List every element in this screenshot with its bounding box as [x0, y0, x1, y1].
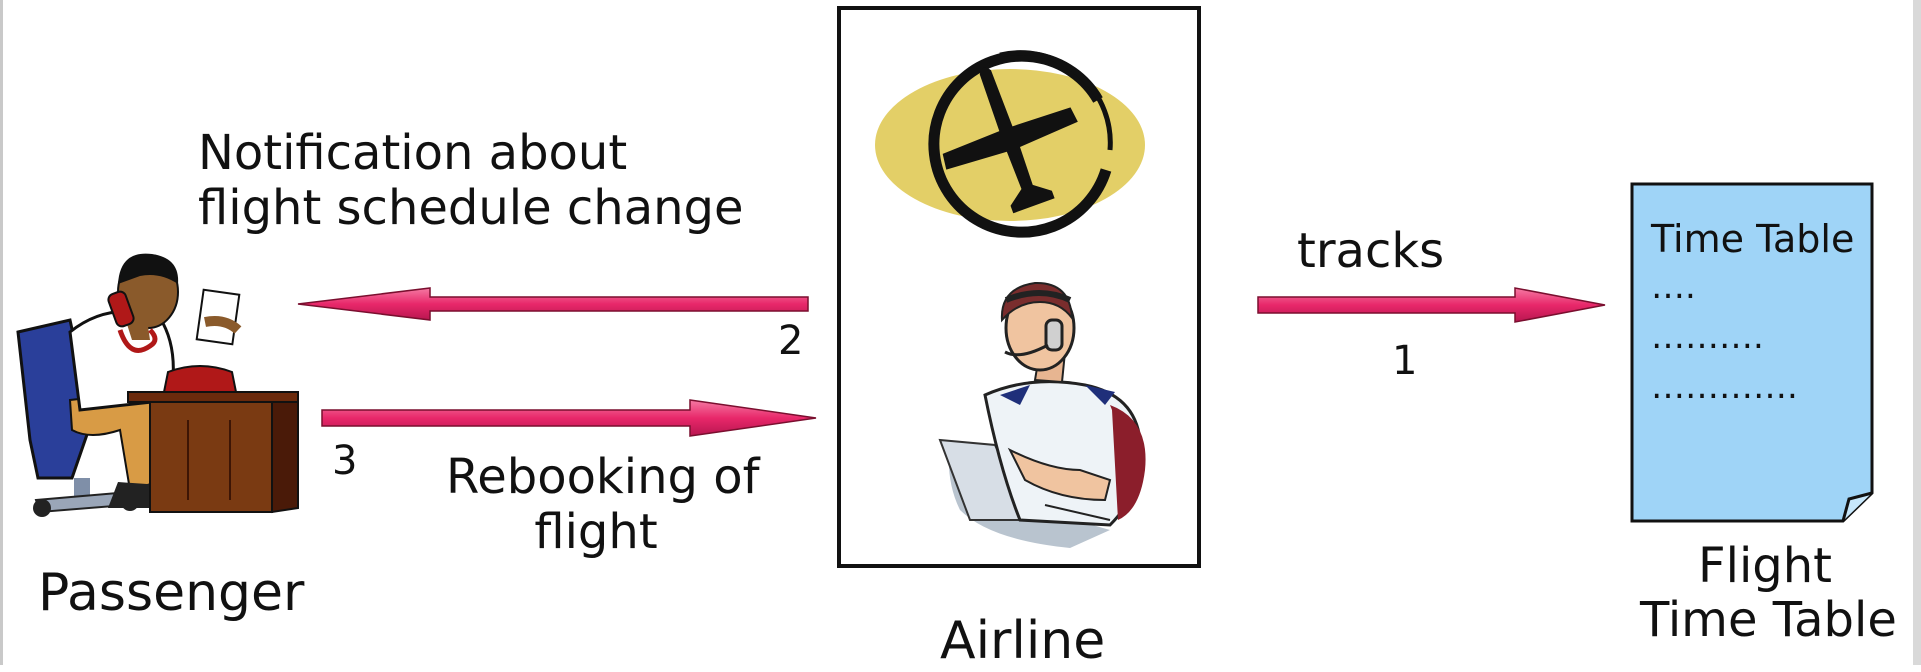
tracks-label: tracks: [1297, 224, 1444, 279]
timetable-label: Flight Time Table: [1640, 540, 1890, 648]
passenger-label: Passenger: [38, 564, 304, 624]
rebooking-label: Rebooking of flight: [446, 450, 746, 560]
step-2-label: 2: [778, 318, 803, 364]
person-on-phone-at-desk-icon: [18, 254, 298, 517]
step-3-label: 3: [332, 438, 357, 484]
notification-arrow: [298, 288, 808, 320]
tracks-arrow: [1258, 288, 1605, 322]
document-line-2: ……….: [1651, 318, 1764, 357]
step-1-label: 1: [1392, 338, 1417, 384]
notification-label: Notification about flight schedule chang…: [198, 126, 744, 236]
airline-label: Airline: [940, 612, 1105, 672]
document-line-3: ………….: [1651, 368, 1798, 407]
document-title: Time Table: [1651, 218, 1854, 262]
rebooking-arrow: [322, 400, 816, 436]
document-line-1: ….: [1651, 268, 1696, 307]
